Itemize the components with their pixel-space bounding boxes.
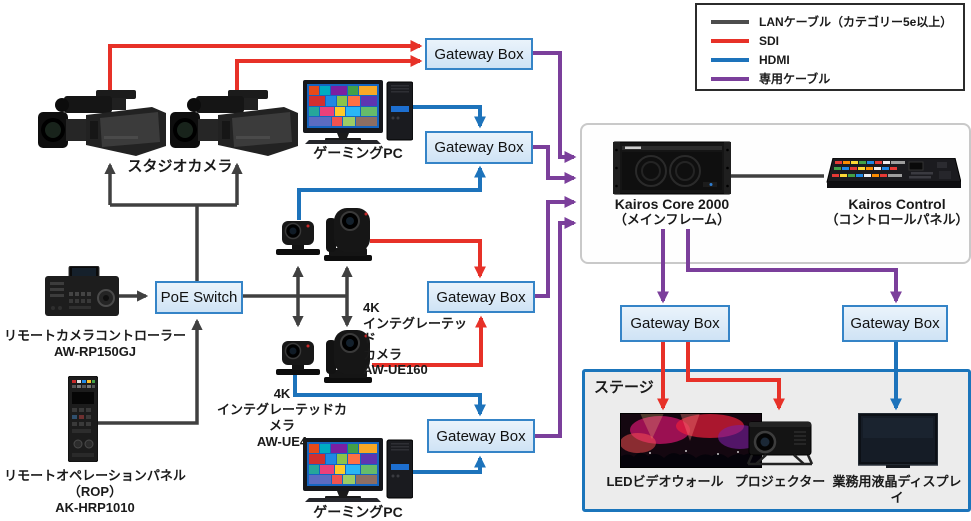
remote-camera-controller-label: リモートカメラコントローラー AW-RP150GJ [0, 328, 190, 360]
legend-item-dedicated: 専用ケーブル [711, 69, 963, 88]
ptz-ue160-line1: 4K [363, 300, 380, 315]
rop-abbr: （ROP） [67, 484, 123, 499]
ptz-ue160-label: 4K インテグレーテッド カメラ AW-UE160 [363, 300, 473, 378]
kairos-control-label: Kairos Control （コントロールパネル） [822, 196, 971, 228]
ptz-ue4-line2: インテグレーテッドカメラ [216, 402, 347, 433]
projector-label: プロジェクター [734, 474, 826, 489]
dedicated-line-sample [711, 76, 749, 81]
poe-switch-box: PoE Switch [155, 281, 243, 314]
rop-model: AK-HRP1010 [55, 500, 135, 515]
kairos-core-image [613, 140, 731, 196]
legend-label: 専用ケーブル [759, 72, 831, 86]
stage-title: ステージ [594, 379, 654, 396]
kairos-core-subtitle: （メインフレーム） [613, 212, 731, 227]
projector-image [746, 417, 814, 467]
display-label: 業務用液晶ディスプレイ [832, 474, 962, 505]
rop-name: リモートオペレーションパネル [4, 468, 186, 483]
gateway-box-1: Gateway Box [425, 38, 533, 70]
studio-camera-2-image [170, 88, 302, 160]
ptz-ue4-line1: 4K [273, 386, 291, 401]
legend-label: SDI [759, 33, 780, 48]
dedicated-cable-lines [533, 51, 902, 438]
lan-line-sample [711, 19, 749, 24]
legend-item-lan: LANケーブル（カテゴリー5e以上） [711, 12, 963, 31]
kairos-control-name: Kairos Control [848, 196, 946, 212]
kairos-core-name: Kairos Core 2000 [614, 196, 730, 212]
gaming-pc-top-image [303, 80, 413, 144]
kairos-control-subtitle: （コントロールパネル） [825, 212, 969, 227]
ptz-camera-ue4-lower-image [275, 336, 321, 376]
legend-item-sdi: SDI [711, 31, 963, 50]
studio-camera-1-image [38, 88, 170, 160]
legend-label: LANケーブル（カテゴリー5e以上） [759, 15, 953, 29]
legend-item-hdmi: HDMI [711, 50, 963, 69]
gaming-pc-bottom-label: ゲーミングPC [313, 504, 403, 520]
remote-camera-controller-image [45, 266, 119, 316]
studio-camera-label: スタジオカメラ [127, 158, 233, 175]
remote-camera-controller-name: リモートカメラコントローラー [3, 328, 186, 343]
kairos-core-label: Kairos Core 2000 （メインフレーム） [597, 196, 747, 228]
display-image [858, 413, 938, 468]
ptz-ue160-line3: カメラ [363, 346, 403, 362]
hdmi-line-sample [711, 57, 749, 62]
led-video-wall-image [620, 413, 762, 468]
kairos-control-image [825, 158, 961, 192]
gateway-box-3: Gateway Box [427, 281, 535, 313]
remote-camera-controller-model: AW-RP150GJ [53, 344, 137, 359]
legend: LANケーブル（カテゴリー5e以上） SDI HDMI 専用ケーブル [695, 3, 965, 91]
gateway-box-2: Gateway Box [425, 131, 533, 164]
lan-cable-lines [96, 162, 824, 425]
sdi-lines [108, 40, 785, 411]
ptz-ue160-line2: インテグレーテッド [363, 315, 468, 347]
ptz-ue160-model: AW-UE160 [363, 362, 428, 377]
ptz-camera-ue4-upper-image [275, 216, 321, 256]
rop-label: リモートオペレーションパネル （ROP） AK-HRP1010 [0, 468, 190, 516]
gateway-box-4: Gateway Box [427, 419, 535, 453]
hdmi-lines [293, 105, 902, 474]
ptz-camera-ue160-upper-image [323, 206, 373, 262]
gateway-box-5: Gateway Box [620, 305, 730, 342]
remote-operation-panel-image [68, 376, 98, 462]
sdi-line-sample [711, 38, 749, 43]
led-wall-label: LEDビデオウォール [606, 474, 724, 489]
gateway-box-6: Gateway Box [842, 305, 948, 342]
gaming-pc-top-label: ゲーミングPC [313, 145, 403, 161]
legend-label: HDMI [759, 52, 790, 67]
ptz-ue4-label: 4K インテグレーテッドカメラ AW-UE4 [212, 386, 352, 450]
ptz-ue4-model: AW-UE4 [256, 434, 308, 449]
